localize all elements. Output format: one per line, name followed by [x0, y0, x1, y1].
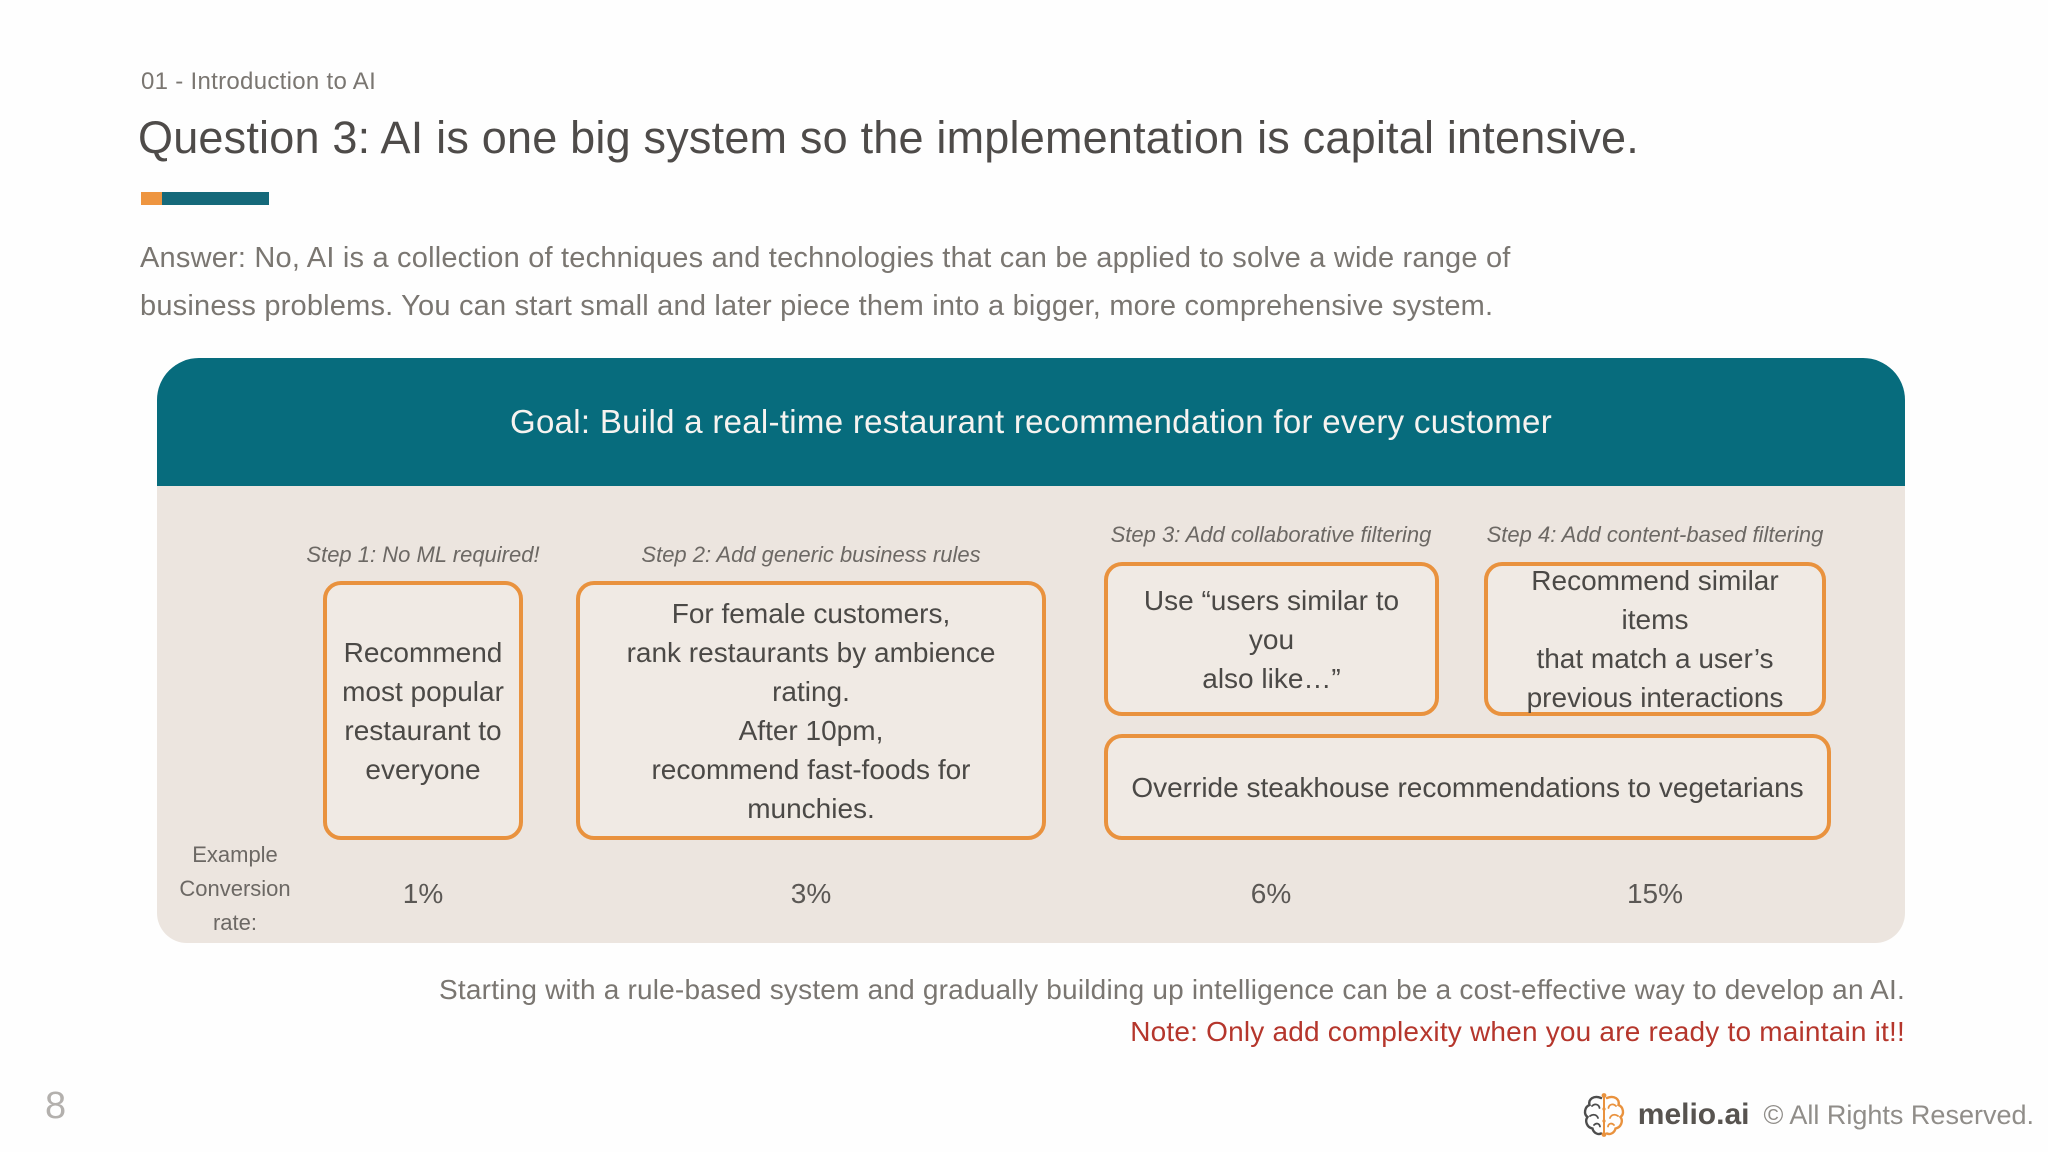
conversion-rate-label: Example Conversion rate:: [179, 842, 291, 935]
step-2-label: Step 2: Add generic business rules: [641, 542, 981, 567]
melio-brain-icon: [1583, 1093, 1624, 1137]
conversion-rate-step-4: 15%: [1626, 878, 1684, 909]
step-4-label: Step 4: Add content-based filtering: [1486, 522, 1824, 547]
goal-header: Goal: Build a real-time restaurant recom…: [157, 358, 1905, 486]
page-title: Question 3: AI is one big system so the …: [138, 112, 1639, 163]
copyright-text: © All Rights Reserved.: [1763, 1099, 2034, 1130]
step-3-label: Step 3: Add collaborative filtering: [1110, 522, 1432, 547]
step-3-box: Use “users similar to you also like…”: [1104, 562, 1439, 716]
warning-note: Note: Only add complexity when you are r…: [1130, 1016, 1905, 1047]
page-number: 8: [45, 1085, 67, 1127]
brand-footer: melio.ai © All Rights Reserved.: [1580, 1092, 2034, 1138]
step-2-box: For female customers, rank restaurants b…: [576, 581, 1046, 840]
breadcrumb: 01 - Introduction to AI: [141, 68, 377, 95]
step-1-label: Step 1: No ML required!: [306, 542, 540, 567]
accent-bar-teal-segment: [162, 192, 269, 205]
step-4-box: Recommend similar items that match a use…: [1484, 562, 1826, 716]
diagram-body: Step 1: No ML required! Step 2: Add gene…: [157, 486, 1905, 943]
brand-name: melio.ai: [1637, 1098, 1750, 1131]
override-box: Override steakhouse recommendations to v…: [1104, 734, 1831, 840]
conversion-rate-step-3: 6%: [1250, 878, 1292, 909]
conversion-rate-step-2: 3%: [790, 878, 832, 909]
accent-bar-orange-segment: [141, 192, 162, 205]
conversion-rate-step-1: 1%: [402, 878, 444, 909]
goal-text: Goal: Build a real-time restaurant recom…: [510, 403, 1552, 440]
recommendation-diagram: Goal: Build a real-time restaurant recom…: [157, 358, 1905, 943]
title-accent-bar: [141, 192, 269, 205]
answer-paragraph: Answer: No, AI is a collection of techni…: [140, 242, 1511, 322]
step-1-box: Recommend most popular restaurant to eve…: [323, 581, 523, 840]
takeaway-text: Starting with a rule-based system and gr…: [439, 974, 1905, 1005]
